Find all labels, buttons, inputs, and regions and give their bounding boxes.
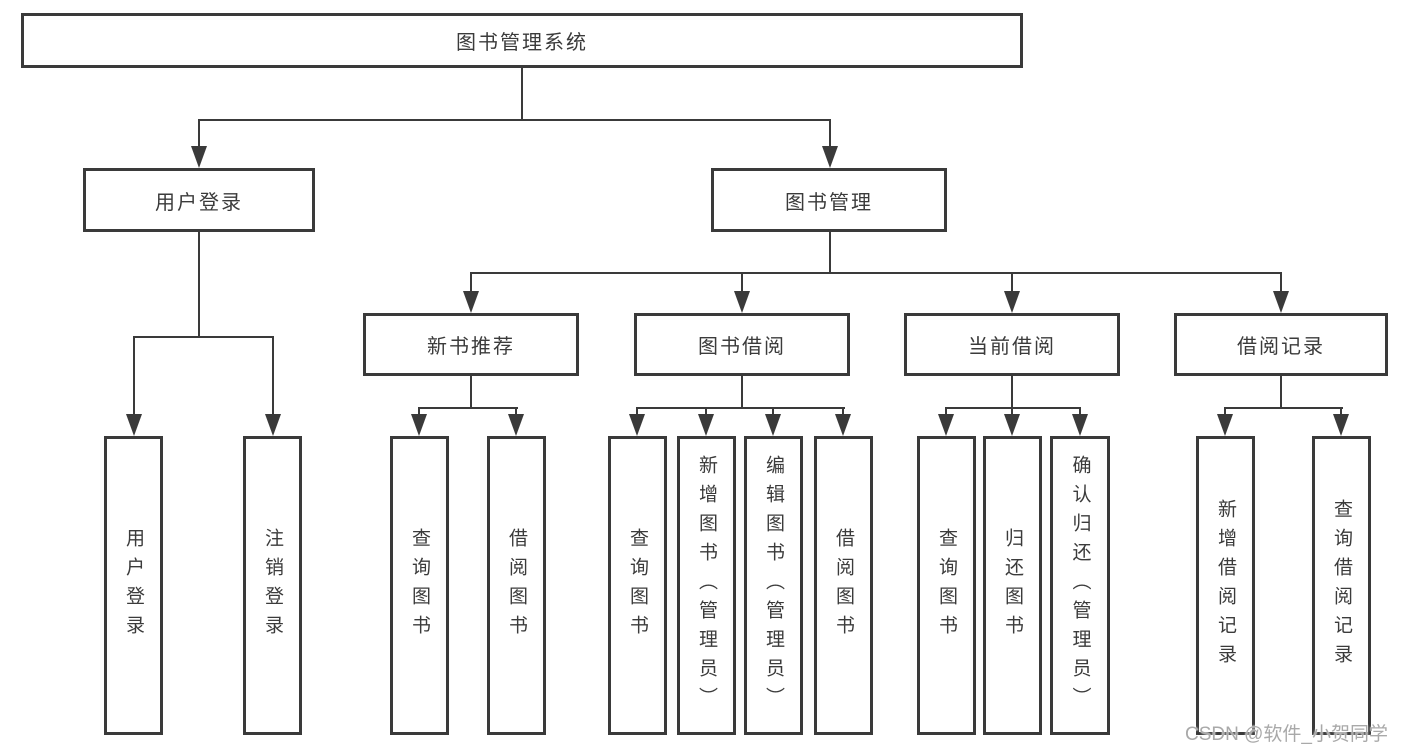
connector-drop-g5-query [1340,407,1342,418]
connector-drop-borrow-record [1280,272,1282,295]
connector-records-bus [1224,407,1343,409]
leaf-query-book-current: 查询图书 [917,436,976,735]
connector-drop-book-mgmt [829,119,831,147]
arrowhead-book-borrow [734,291,750,313]
node-book-management: 图书管理 [711,168,947,232]
connector-root-stem [521,66,523,120]
connector-user-login-bus [133,336,274,338]
leaf-query-book-recommend-label: 查询图书 [409,527,430,644]
arrowhead-leaf-user-login [126,414,142,436]
node-current-borrowing: 当前借阅 [904,313,1120,376]
leaf-user-login: 用户登录 [104,436,163,735]
node-borrowing-records-label: 借阅记录 [1237,336,1325,358]
leaf-add-borrow-record-label: 新增借阅记录 [1215,498,1236,673]
connector-drop-g3-borrow [842,407,844,418]
connector-root-bus [198,119,831,121]
leaf-borrow-book-borrowing: 借阅图书 [814,436,873,735]
leaf-edit-book-admin: 编辑图书（管理员） [744,436,803,735]
connector-newbook-bus [418,407,518,409]
connector-drop-new-book [470,272,472,295]
arrowhead-g2-query [411,414,427,436]
connector-drop-user-login [198,119,200,147]
leaf-user-login-label: 用户登录 [123,527,144,644]
node-book-management-label: 图书管理 [785,191,873,214]
connector-records-stem [1280,374,1282,408]
arrowhead-new-book [463,291,479,313]
arrowhead-g3-add [698,414,714,436]
connector-drop-g3-edit [772,407,774,418]
node-user-login: 用户登录 [83,168,315,232]
leaf-borrow-book-borrowing-label: 借阅图书 [833,527,854,644]
connector-drop-g3-add [705,407,707,418]
leaf-query-book-borrowing: 查询图书 [608,436,667,735]
leaf-query-book-borrowing-label: 查询图书 [627,527,648,644]
leaf-logout-label: 注销登录 [262,527,283,644]
arrowhead-g3-query [629,414,645,436]
leaf-query-borrow-record-label: 查询借阅记录 [1331,498,1352,673]
node-new-book-recommend-label: 新书推荐 [427,336,515,358]
node-new-book-recommend: 新书推荐 [363,313,579,376]
node-library-system: 图书管理系统 [21,13,1023,68]
arrowhead-g4-confirm [1072,414,1088,436]
arrowhead-leaf-logout [265,414,281,436]
connector-user-login-stem [198,230,200,337]
node-book-borrowing-label: 图书借阅 [698,336,786,358]
arrowhead-g4-return [1004,414,1020,436]
connector-current-stem [1011,374,1013,408]
connector-newbook-stem [470,374,472,408]
connector-drop-g4-confirm [1079,407,1081,418]
arrowhead-g3-borrow [835,414,851,436]
connector-borrowing-bus [636,407,845,409]
leaf-return-book-label: 归还图书 [1002,527,1023,644]
arrowhead-borrow-record [1273,291,1289,313]
node-library-system-label: 图书管理系统 [456,32,588,54]
leaf-borrow-book-recommend-label: 借阅图书 [506,527,527,644]
connector-drop-g2-borrow [515,407,517,418]
leaf-borrow-book-recommend: 借阅图书 [487,436,546,735]
connector-book-mgmt-bus [470,272,1282,274]
connector-current-bus [945,407,1081,409]
connector-borrowing-stem [741,374,743,408]
arrowhead-user-login [191,146,207,168]
arrowhead-g4-query [938,414,954,436]
leaf-return-book: 归还图书 [983,436,1042,735]
arrowhead-current-borrow [1004,291,1020,313]
leaf-add-book-admin-label: 新增图书（管理员） [696,455,717,716]
leaf-add-book-admin: 新增图书（管理员） [677,436,736,735]
connector-book-mgmt-stem [829,230,831,273]
connector-drop-leaf-user-login [133,336,135,418]
leaf-query-borrow-record: 查询借阅记录 [1312,436,1371,735]
arrowhead-g3-edit [765,414,781,436]
watermark: CSDN @软件_小贺同学 [1185,724,1388,745]
connector-drop-g4-return [1011,407,1013,418]
connector-drop-g4-query [945,407,947,418]
leaf-query-book-recommend: 查询图书 [390,436,449,735]
leaf-edit-book-admin-label: 编辑图书（管理员） [763,455,784,716]
leaf-confirm-return-admin-label: 确认归还（管理员） [1069,455,1091,716]
connector-drop-g2-query [418,407,420,418]
connector-drop-g5-add [1224,407,1226,418]
arrowhead-book-mgmt [822,146,838,168]
arrowhead-g2-borrow [508,414,524,436]
leaf-confirm-return-admin: 确认归还（管理员） [1050,436,1110,735]
arrowhead-g5-add [1217,414,1233,436]
node-book-borrowing: 图书借阅 [634,313,850,376]
leaf-query-book-current-label: 查询图书 [936,527,957,644]
connector-drop-book-borrow [741,272,743,295]
leaf-logout: 注销登录 [243,436,302,735]
arrowhead-g5-query [1333,414,1349,436]
connector-drop-current-borrow [1011,272,1013,295]
node-user-login-label: 用户登录 [155,191,243,214]
connector-drop-leaf-logout [272,336,274,418]
node-current-borrowing-label: 当前借阅 [968,336,1056,358]
leaf-add-borrow-record: 新增借阅记录 [1196,436,1255,735]
node-borrowing-records: 借阅记录 [1174,313,1388,376]
connector-drop-g3-query [636,407,638,418]
